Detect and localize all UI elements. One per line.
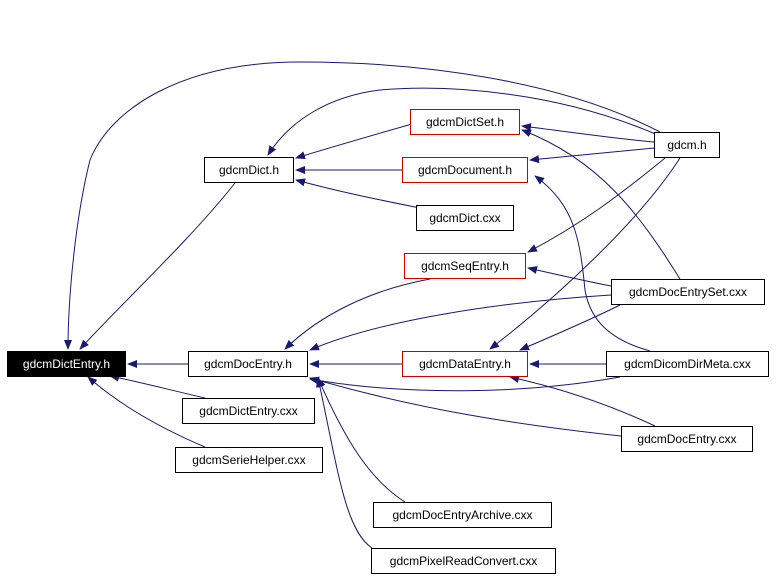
edge-gdcmdocentryset-cxx-to-gdcmdataentry-h — [519, 304, 621, 351]
edge-gdcmdictentry-cxx-to-gdcmdictentry-h — [109, 373, 206, 399]
node-gdcmdataentry-h[interactable]: gdcmDataEntry.h — [402, 351, 528, 377]
edge-gdcm-h-to-gdcmdocument-h — [529, 147, 655, 164]
node-gdcmdictentry-cxx[interactable]: gdcmDictEntry.cxx — [182, 398, 315, 424]
node-gdcmdictset-h[interactable]: gdcmDictSet.h — [410, 109, 520, 135]
edge-gdcm-h-to-gdcmdict-h — [267, 87, 661, 156]
edge-gdcm-h-to-gdcmdictentry-h — [64, 61, 661, 350]
edge-gdcmdocentryset-cxx-to-gdcmdocentry-h — [309, 294, 612, 351]
node-gdcmdicomdirmeta-cxx[interactable]: gdcmDicomDirMeta.cxx — [606, 351, 769, 377]
edge-gdcmdicomdirmeta-cxx-to-gdcmdocument-h — [534, 175, 651, 352]
edge-gdcmdocentryset-cxx-to-gdcmdictset-h — [521, 129, 681, 280]
edge-gdcmdicomdirmeta-cxx-to-gdcmdocentry-h — [309, 376, 621, 392]
node-gdcmseriehelper-cxx[interactable]: gdcmSerieHelper.cxx — [175, 447, 323, 473]
edge-gdcmdocentryset-cxx-to-gdcmseqentry-h — [527, 266, 612, 287]
edge-gdcmdict-h-to-gdcmdictentry-h — [79, 182, 236, 350]
edge-gdcmdict-cxx-to-gdcmdict-h — [295, 178, 421, 209]
node-gdcmdocentry-h[interactable]: gdcmDocEntry.h — [188, 351, 308, 377]
edge-layer — [64, 61, 681, 549]
edge-gdcmpixelreadconvert-cxx-to-gdcmdocentry-h — [316, 377, 373, 549]
edge-gdcmseqentry-h-to-gdcmdocentry-h — [284, 278, 431, 350]
edge-gdcm-h-to-gdcmdataentry-h — [489, 157, 681, 350]
node-gdcmdictentry-h[interactable]: gdcmDictEntry.h — [7, 351, 126, 377]
edge-gdcmdocentry-cxx-to-gdcmdataentry-h — [509, 375, 656, 427]
edge-gdcmseriehelper-cxx-to-gdcmdictentry-h — [87, 376, 206, 448]
edge-gdcmdictset-h-to-gdcmdict-h — [295, 123, 413, 160]
edge-gdcm-h-to-gdcmdictset-h — [521, 123, 655, 143]
node-gdcmseqentry-h[interactable]: gdcmSeqEntry.h — [404, 253, 526, 279]
node-gdcmdocentry-cxx[interactable]: gdcmDocEntry.cxx — [621, 426, 753, 452]
node-gdcmdocentryset-cxx[interactable]: gdcmDocEntrySet.cxx — [611, 279, 765, 305]
edge-gdcm-h-to-gdcmseqentry-h — [527, 157, 666, 253]
edge-gdcmdocentryarchive-cxx-to-gdcmdocentry-h — [317, 377, 406, 503]
node-gdcmpixelreadconvert-cxx[interactable]: gdcmPixelReadConvert.cxx — [371, 548, 556, 574]
node-gdcmdocument-h[interactable]: gdcmDocument.h — [402, 157, 528, 183]
edge-gdcmdocentry-cxx-to-gdcmdocentry-h — [309, 376, 622, 437]
node-gdcmdict-cxx[interactable]: gdcmDict.cxx — [416, 205, 514, 231]
node-gdcmdocentryarchive-cxx[interactable]: gdcmDocEntryArchive.cxx — [373, 502, 552, 528]
node-gdcmdict-h[interactable]: gdcmDict.h — [204, 157, 294, 183]
node-gdcm-h[interactable]: gdcm.h — [654, 132, 720, 158]
